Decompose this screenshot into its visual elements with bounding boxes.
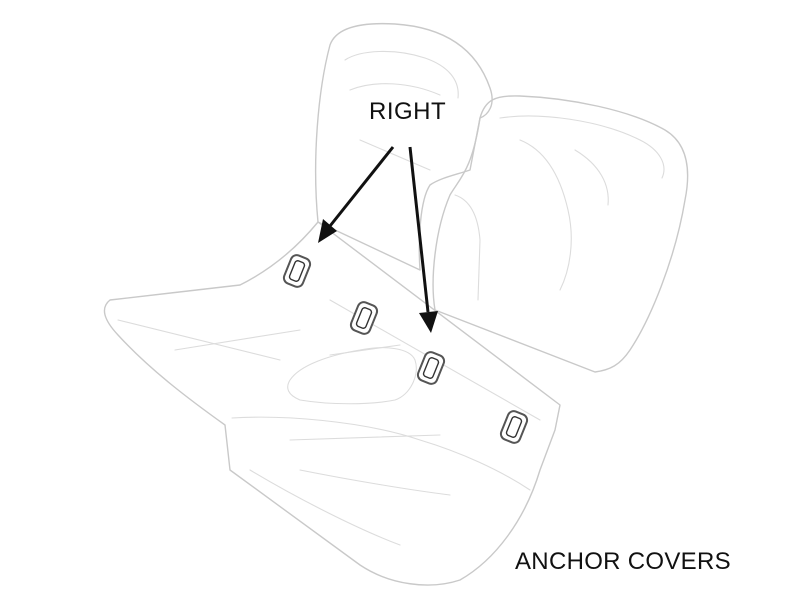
diagram-caption: ANCHOR COVERS — [515, 548, 731, 575]
pointer-arrow-left — [318, 146, 395, 243]
anchor-cover-1 — [282, 254, 312, 288]
pointer-arrow-right — [408, 146, 438, 333]
pointer-label: RIGHT — [369, 98, 447, 125]
anchor-cover-4 — [499, 410, 529, 444]
anchor-cover-2 — [349, 301, 379, 335]
right-seatback — [432, 95, 689, 373]
seat-cushion — [103, 221, 561, 586]
left-seatback — [314, 22, 493, 271]
anchor-cover-3 — [416, 351, 446, 385]
